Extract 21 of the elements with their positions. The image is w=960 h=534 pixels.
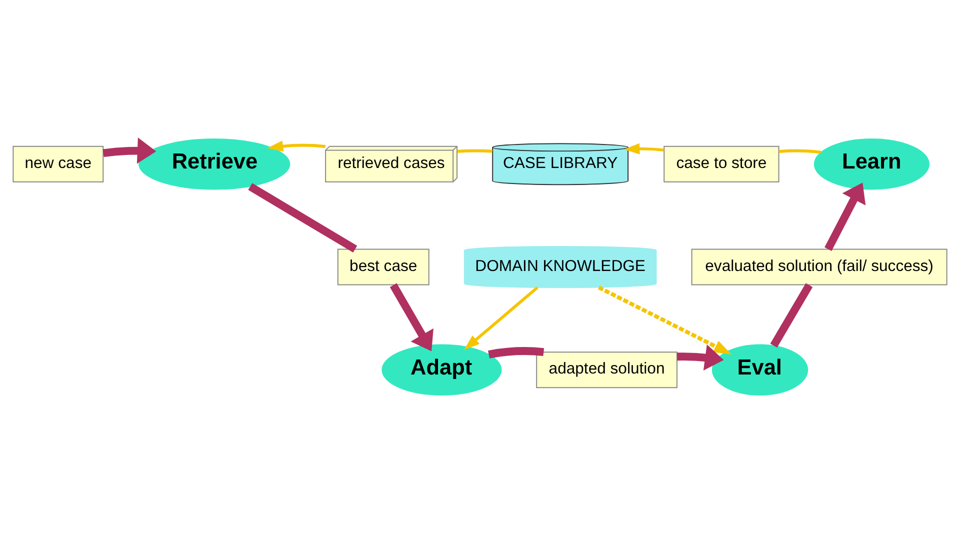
- node-box: best case: [337, 248, 430, 286]
- node-ellipse: Eval: [712, 344, 808, 396]
- connector: [248, 183, 358, 253]
- connector: [778, 149, 822, 154]
- arrow: [267, 140, 326, 152]
- connector: [457, 149, 492, 153]
- node-box: adapted solution: [536, 352, 678, 388]
- node-box: case to store: [664, 146, 780, 182]
- arrow: [390, 283, 434, 352]
- arrow: [102, 138, 156, 164]
- arrow: [598, 286, 732, 355]
- node-ellipse: Learn: [814, 138, 930, 190]
- connector: [770, 283, 813, 348]
- arrow: [624, 143, 664, 154]
- arrow: [677, 344, 724, 371]
- arrow: [464, 286, 538, 350]
- arrow: [824, 182, 866, 251]
- node-ellipse: Adapt: [382, 344, 502, 396]
- connector: [488, 347, 544, 358]
- node-box: new case: [12, 146, 104, 182]
- node-box: evaluated solution (fail/ success): [691, 248, 948, 286]
